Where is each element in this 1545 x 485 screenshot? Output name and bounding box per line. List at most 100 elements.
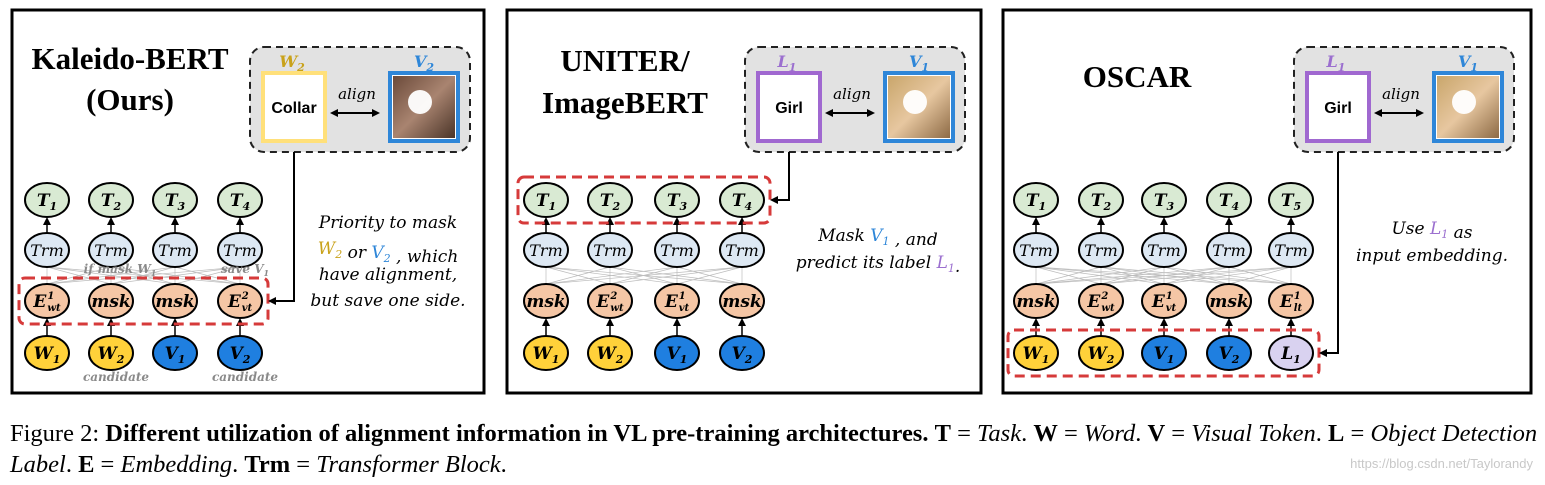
connection-line (1100, 266, 1292, 285)
trm-node (152, 232, 198, 268)
small-note: if mask W1 (84, 262, 157, 278)
word-box (756, 71, 822, 143)
word-box-label: W2 (279, 52, 305, 74)
node-label: T3 (667, 191, 688, 213)
task-node (1206, 182, 1252, 218)
input-node (152, 335, 198, 371)
node-label: W2 (597, 344, 624, 366)
embedding-node (654, 283, 700, 319)
caption-val-t: Task (977, 420, 1022, 447)
caption-key-v: V (1147, 420, 1166, 447)
node-label: T2 (600, 191, 621, 213)
caption-val-w: Word (1083, 420, 1136, 447)
task-node (1141, 182, 1187, 218)
trm-label: Trm (1147, 241, 1181, 260)
node-label: msk (155, 292, 194, 312)
caption-val-v: Visual Token (1191, 420, 1316, 447)
side-note: Priority to mask (318, 213, 457, 233)
trm-node (1268, 232, 1314, 268)
node-label: V2 (230, 344, 251, 366)
side-note: have alignment, (319, 265, 457, 285)
node-label: T5 (1281, 191, 1301, 213)
figure-caption: Figure 2: Different utilization of align… (10, 420, 1538, 478)
trm-label: Trm (529, 241, 563, 260)
trm-node (24, 232, 70, 268)
node-label: W2 (98, 344, 125, 366)
task-node (1268, 182, 1314, 218)
trm-label: Trm (660, 241, 694, 260)
node-label: msk (526, 292, 565, 312)
transformer-connections (46, 266, 241, 285)
trm-label: Trm (1084, 241, 1118, 260)
node-label: V1 (165, 344, 186, 366)
trm-node (587, 232, 633, 268)
connection-line (1035, 266, 1292, 285)
node-label: msk (1016, 292, 1055, 312)
panel-title: Kaleido-BERT (32, 41, 229, 76)
node-label: V2 (732, 344, 753, 366)
align-text: align (338, 85, 376, 103)
align-text: align (833, 85, 871, 103)
trm-label: Trm (1274, 241, 1308, 260)
side-note: Mask V1 , and (817, 226, 938, 250)
caption-val-e: Embedding (120, 451, 233, 478)
caption-val-trm: Transformer Block (316, 451, 501, 478)
side-note: Use L1 as (1391, 219, 1472, 243)
elbow-arrow (770, 152, 790, 204)
node-label: T1 (1026, 191, 1046, 213)
embedding-node (152, 283, 198, 319)
node-label: msk (91, 292, 130, 312)
input-node (654, 335, 700, 371)
trm-label: Trm (1212, 241, 1246, 260)
transformer-connections (1035, 266, 1292, 285)
image-box-label: V1 (1458, 52, 1478, 74)
word-box-label: L1 (777, 52, 797, 74)
node-label: W1 (533, 344, 560, 366)
connection-line (1228, 266, 1292, 285)
connection-line (545, 266, 743, 285)
side-note: but save one side. (310, 291, 465, 311)
highlight-box (516, 175, 772, 225)
input-node (1206, 335, 1252, 371)
caption-key-w: W (1033, 420, 1058, 447)
node-label: T3 (165, 191, 186, 213)
node-label: T2 (101, 191, 122, 213)
node-label: W1 (1023, 344, 1050, 366)
node-label: msk (1209, 292, 1248, 312)
task-node (654, 182, 700, 218)
task-node (1013, 182, 1059, 218)
trm-label: Trm (725, 241, 759, 260)
word-text: Girl (1324, 100, 1352, 117)
task-node (523, 182, 569, 218)
caption-key-l: L (1328, 420, 1345, 447)
trm-label: Trm (30, 241, 64, 260)
trm-node (1141, 232, 1187, 268)
connection-line (174, 266, 241, 285)
node-label: V1 (1154, 344, 1175, 366)
embedding-node (587, 283, 633, 319)
embedding-node (719, 283, 765, 319)
node-label: T4 (732, 191, 752, 213)
embedding-node (1141, 283, 1187, 319)
trm-node (654, 232, 700, 268)
side-note: W2 or V2 , which (318, 239, 459, 267)
trm-label: Trm (223, 241, 257, 260)
input-node (587, 335, 633, 371)
caption-key-trm: Trm (244, 451, 291, 478)
node-label: T4 (1219, 191, 1239, 213)
connection-line (46, 266, 241, 285)
align-text: align (1382, 85, 1420, 103)
small-note: save V1 (221, 262, 269, 278)
embedding-node (1078, 283, 1124, 319)
trm-node (1206, 232, 1252, 268)
embedding-node (1268, 283, 1314, 319)
girl-photo (1437, 76, 1499, 138)
girl-photo (888, 76, 950, 138)
